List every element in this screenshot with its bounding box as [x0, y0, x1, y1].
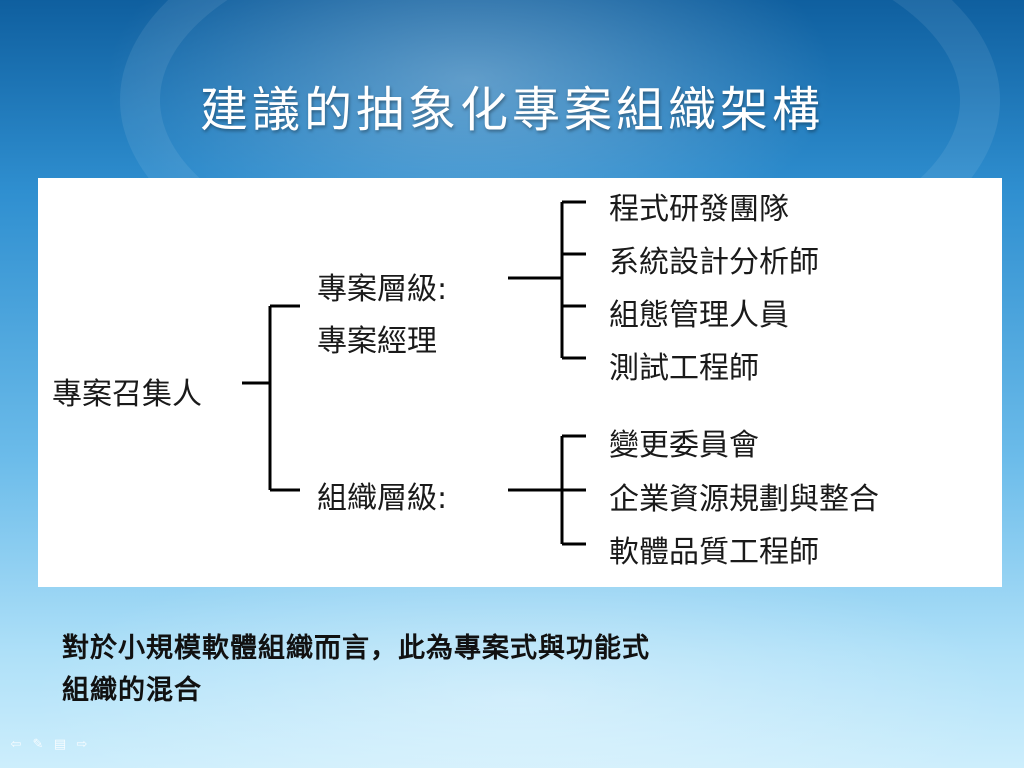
footnote-line: 對於小規模軟體組織而言，此為專案式與功能式 — [62, 633, 650, 664]
pen-icon[interactable]: ✎ — [32, 737, 44, 752]
role-item: 組態管理人員 — [609, 298, 789, 333]
footnote-line: 組織的混合 — [62, 675, 202, 706]
role-item: 變更委員會 — [609, 428, 759, 463]
root-node: 專案召集人 — [52, 377, 202, 412]
org-chart-diagram: 專案召集人 專案層級: 專案經理 程式研發團隊 系統設計分析師 組態管理人員 測… — [38, 178, 1002, 587]
slide-title: 建議的抽象化專案組織架構 — [199, 82, 824, 138]
role-item: 測試工程師 — [609, 351, 759, 386]
project-level-label: 專案層級: — [317, 272, 448, 307]
project-manager-label: 專案經理 — [317, 324, 437, 359]
role-item: 程式研發團隊 — [609, 192, 789, 227]
role-item: 系統設計分析師 — [609, 245, 819, 280]
role-item: 企業資源規劃與整合 — [609, 482, 879, 517]
slideshow-nav: ⇦ ✎ ▤ ⇨ — [8, 738, 90, 752]
previous-icon[interactable]: ⇦ — [10, 737, 22, 752]
org-level-label: 組織層級: — [317, 481, 448, 516]
menu-icon[interactable]: ▤ — [53, 737, 67, 752]
connector-lines — [242, 200, 586, 546]
next-icon[interactable]: ⇨ — [76, 737, 88, 752]
slide-footnote: 對於小規模軟體組織而言，此為專案式與功能式 組織的混合 — [62, 628, 942, 712]
role-item: 軟體品質工程師 — [609, 535, 819, 570]
